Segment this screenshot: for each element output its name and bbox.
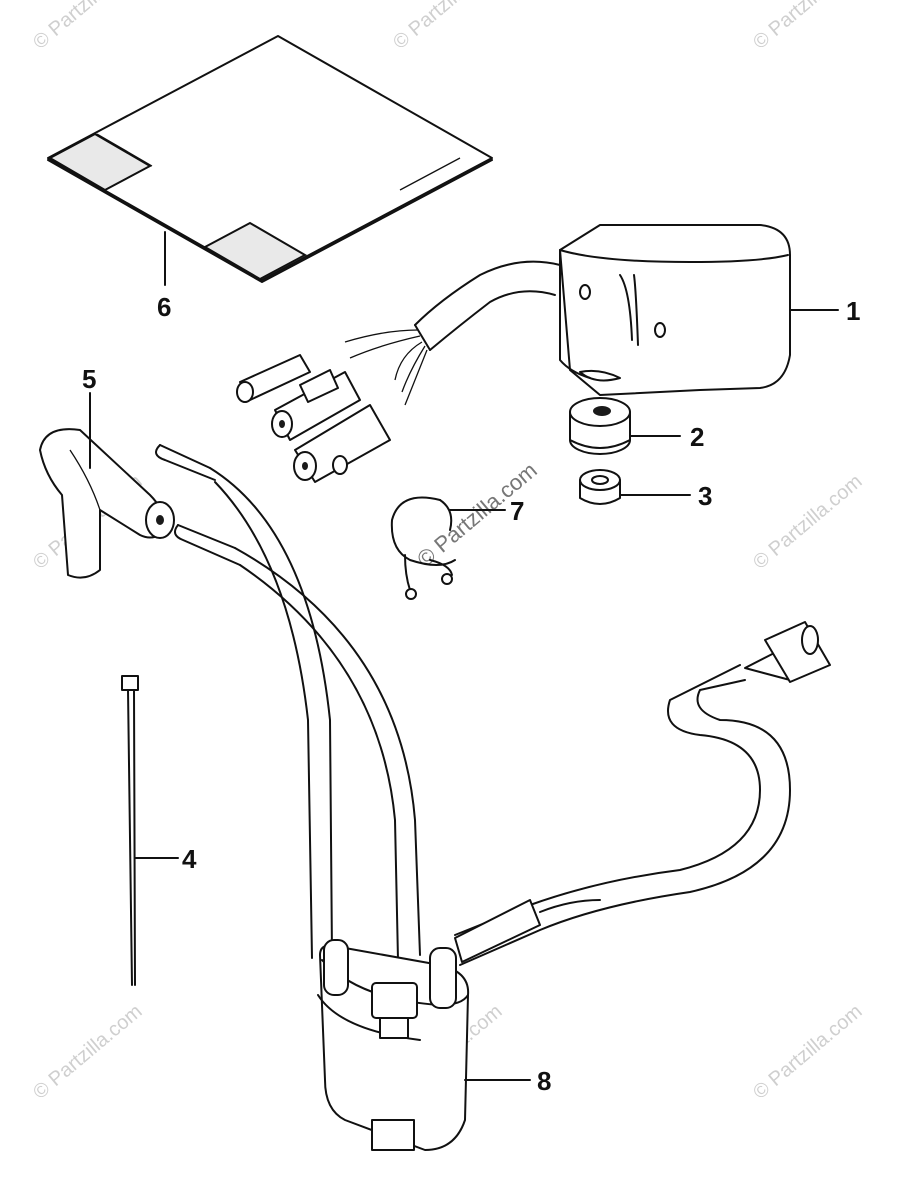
part-8-ignition-coil	[155, 444, 831, 1151]
callout-1: 1	[846, 296, 860, 326]
part-7-clip	[390, 496, 456, 600]
callout-labels: 1 2 3 4 5 6 7 8	[82, 292, 860, 1096]
callout-2: 2	[690, 422, 704, 452]
callout-8: 8	[537, 1066, 551, 1096]
watermark: © Partzilla.com	[749, 0, 866, 54]
watermark: © Partzilla.com	[29, 0, 146, 54]
part-5-plug-cap	[39, 428, 175, 579]
callout-7: 7	[510, 496, 524, 526]
part-1-cdi-box	[236, 224, 791, 483]
callout-3: 3	[698, 481, 712, 511]
part-2-grommet	[569, 397, 631, 455]
part-4-cable-tie	[121, 675, 139, 986]
callout-5: 5	[82, 364, 96, 394]
leader-lines	[89, 231, 839, 1081]
part-6-decal-sheet	[47, 35, 493, 283]
watermark: © Partzilla.com	[749, 1000, 866, 1103]
watermark: © Partzilla.com	[749, 470, 866, 573]
callout-6: 6	[157, 292, 171, 322]
part-3-collar	[579, 469, 621, 505]
callout-4: 4	[182, 844, 197, 874]
watermark: © Partzilla.com	[29, 1000, 146, 1103]
watermark: © Partzilla.com	[389, 0, 506, 54]
